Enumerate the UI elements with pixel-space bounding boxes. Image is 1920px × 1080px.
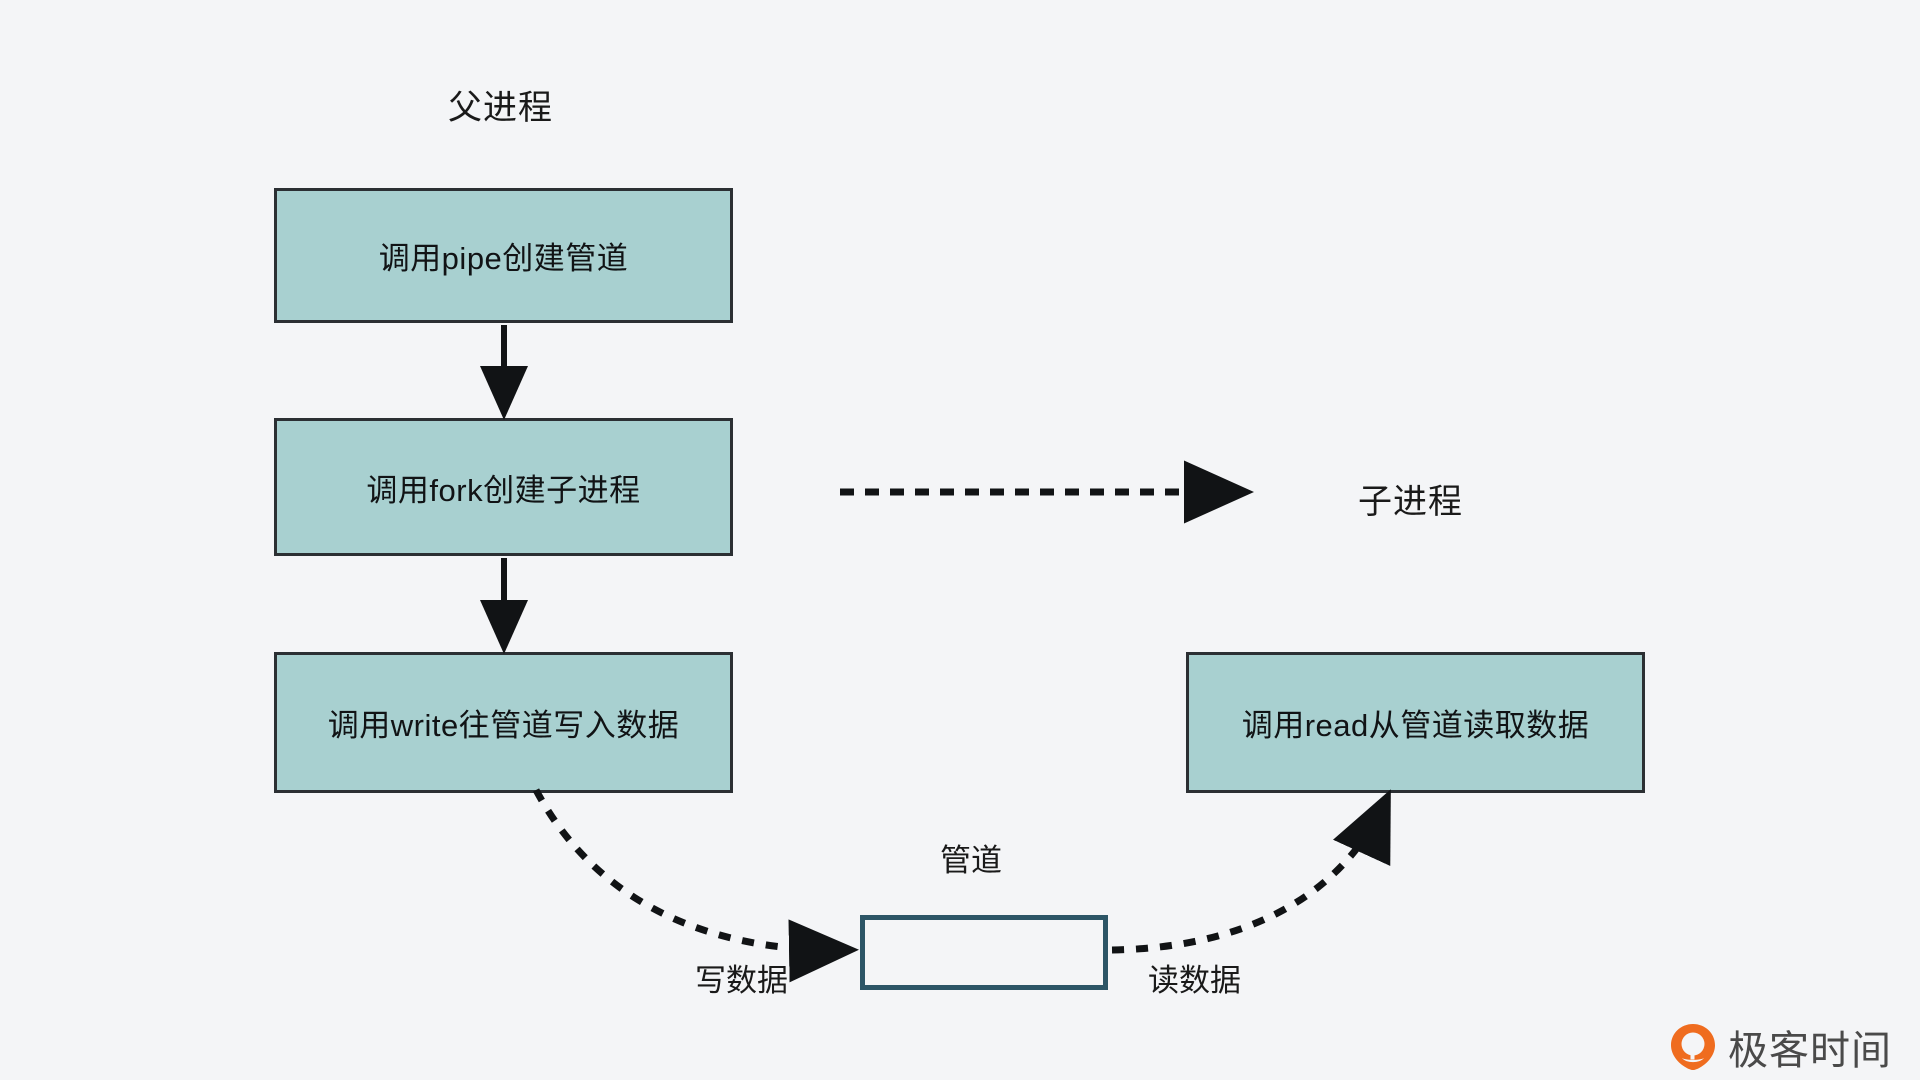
- brand-logo: 极客时间: [1668, 1018, 1892, 1076]
- brand-logo-text: 极客时间: [1728, 1029, 1892, 1073]
- step-box-write[interactable]: 调用write往管道写入数据: [274, 652, 733, 793]
- step-box-pipe[interactable]: 调用pipe创建管道: [274, 188, 733, 323]
- step-box-fork[interactable]: 调用fork创建子进程: [274, 418, 733, 556]
- arrow-write-to-pipe: [532, 788, 859, 983]
- arrow-pipe-to-read: [1111, 789, 1391, 954]
- edge-label-write-data: 写数据: [695, 963, 788, 998]
- geektime-mark-icon: [1671, 1024, 1715, 1070]
- edge-label-read-data: 读数据: [1148, 963, 1241, 998]
- child-process-title: 子进程: [1358, 483, 1463, 521]
- parent-process-title: 父进程: [448, 89, 553, 127]
- pipe-label: 管道: [940, 843, 1002, 878]
- pipe-buffer-rect[interactable]: [860, 915, 1108, 990]
- step-box-read[interactable]: 调用read从管道读取数据: [1186, 652, 1645, 793]
